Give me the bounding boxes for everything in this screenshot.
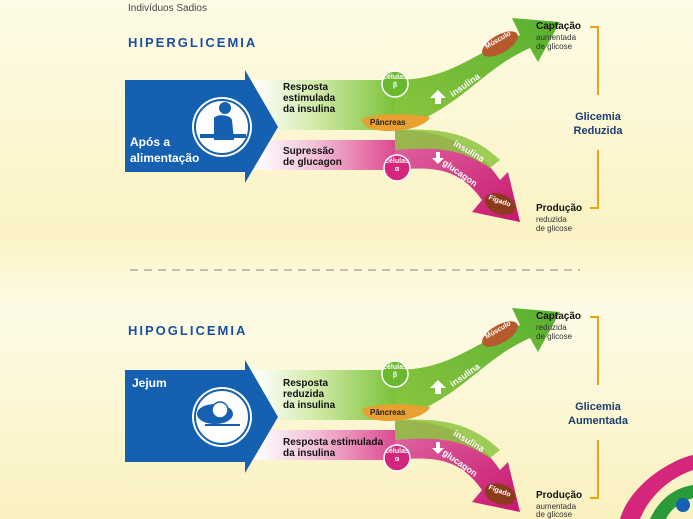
hypo-production-sub-1: aumentada [536,502,577,511]
panel-title-hyper: HIPERGLICEMIA [128,35,258,50]
hypo-upper-label-2: reduzida [283,389,325,400]
uptake-sub-1: aumentada [536,33,577,42]
hypo-upper-label-3: da insulina [283,400,336,411]
box-label-hypo: Jejum [132,376,167,390]
lower-label-1: Supressão [283,146,335,157]
hypo-production-title: Produção [536,490,583,501]
hypo-lower-label-2: da insulina [283,448,336,459]
upper-label-2: estimulada [283,93,336,104]
logo-corner [620,455,693,519]
hypo-uptake-sub-1: reduzida [536,323,567,332]
upper-label-3: da insulina [283,104,336,115]
upper-label-1: Resposta [283,82,329,93]
hypo-panel-shapes [124,307,599,513]
hypo-pancreas-label: Pâncreas [370,408,406,417]
uptake-sub-2: de glicose [536,42,573,51]
box-label-hyper-2: alimentação [130,151,200,165]
panel-title-hypo: HIPOGLICEMIA [128,323,248,338]
person-eating-icon [200,102,246,140]
uptake-title: Captação [536,21,582,32]
sleeping-person-icon [197,401,240,426]
hypo-uptake-title: Captação [536,311,582,322]
pancreas-label: Pâncreas [370,118,406,127]
hypo-lower-label-1: Resposta estimulada [283,437,384,448]
production-sub-2: de glicose [536,224,573,233]
hypo-production-sub-2: de glicose [536,510,573,519]
production-title: Produção [536,203,583,214]
page-header: Indivíduos Sadios [128,3,207,14]
production-sub-1: reduzida [536,215,567,224]
box-label-hyper-1: Após a [130,135,171,149]
hypo-upper-label-1: Resposta [283,378,329,389]
lower-label-2: de glucagon [283,157,342,168]
hypo-uptake-sub-2: de glicose [536,332,573,341]
